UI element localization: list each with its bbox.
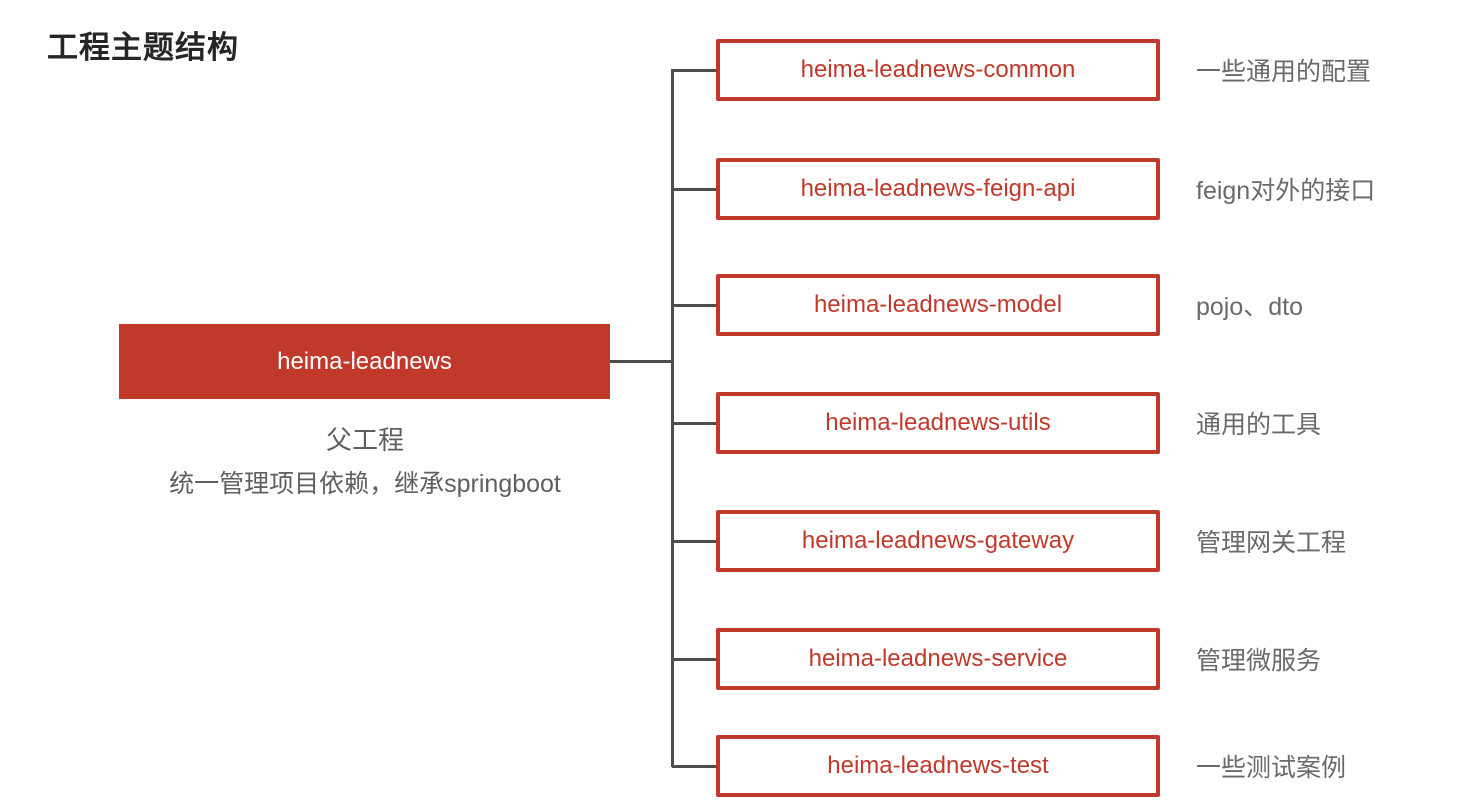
child-node-label: heima-leadnews-utils <box>825 409 1051 436</box>
child-node[interactable]: heima-leadnews-gateway <box>716 510 1160 572</box>
page-title: 工程主题结构 <box>47 30 239 65</box>
child-note: 管理微服务 <box>1196 647 1322 675</box>
child-node[interactable]: heima-leadnews-feign-api <box>716 158 1160 220</box>
connector-branch-line <box>672 764 716 768</box>
child-node-label: heima-leadnews-feign-api <box>800 175 1076 202</box>
child-note: feign对外的接口 <box>1196 177 1376 205</box>
connector-branch-line <box>672 187 716 191</box>
connector-branch-line <box>672 539 716 543</box>
root-description-line2: 统一管理项目依赖，继承springboot <box>169 470 561 498</box>
child-node-label: heima-leadnews-common <box>800 56 1076 83</box>
child-row: heima-leadnews-test 一些测试案例 <box>672 735 1346 797</box>
child-row: heima-leadnews-common 一些通用的配置 <box>672 39 1371 101</box>
child-node[interactable]: heima-leadnews-common <box>716 39 1160 101</box>
child-note: 一些通用的配置 <box>1196 58 1372 86</box>
child-note: 一些测试案例 <box>1196 754 1347 782</box>
child-row: heima-leadnews-utils 通用的工具 <box>672 392 1321 454</box>
child-row: heima-leadnews-feign-api feign对外的接口 <box>672 158 1375 220</box>
child-node-label: heima-leadnews-service <box>808 645 1068 672</box>
child-node[interactable]: heima-leadnews-model <box>716 274 1160 336</box>
child-node-label: heima-leadnews-model <box>813 291 1063 318</box>
child-node-label: heima-leadnews-test <box>827 752 1049 779</box>
child-note: pojo、dto <box>1196 293 1304 321</box>
child-note: 管理网关工程 <box>1196 529 1347 557</box>
child-node-label: heima-leadnews-gateway <box>801 527 1075 554</box>
root-node-label: heima-leadnews <box>277 347 452 375</box>
child-node[interactable]: heima-leadnews-service <box>716 628 1160 690</box>
child-row: heima-leadnews-gateway 管理网关工程 <box>672 510 1346 572</box>
child-row: heima-leadnews-service 管理微服务 <box>672 628 1321 690</box>
root-description: 父工程 统一管理项目依赖，继承springboot <box>75 418 655 506</box>
connector-branch-line <box>672 303 716 307</box>
connector-branch-line <box>672 657 716 661</box>
connector-trunk-line <box>671 69 674 767</box>
connector-branch-line <box>672 68 716 72</box>
child-node[interactable]: heima-leadnews-test <box>716 735 1160 797</box>
root-node[interactable]: heima-leadnews <box>119 324 610 399</box>
child-node[interactable]: heima-leadnews-utils <box>716 392 1160 454</box>
child-note: 通用的工具 <box>1196 411 1322 439</box>
child-row: heima-leadnews-model pojo、dto <box>672 274 1303 336</box>
connector-root-line <box>610 360 672 363</box>
root-description-line1: 父工程 <box>325 425 404 455</box>
connector-branch-line <box>672 421 716 425</box>
